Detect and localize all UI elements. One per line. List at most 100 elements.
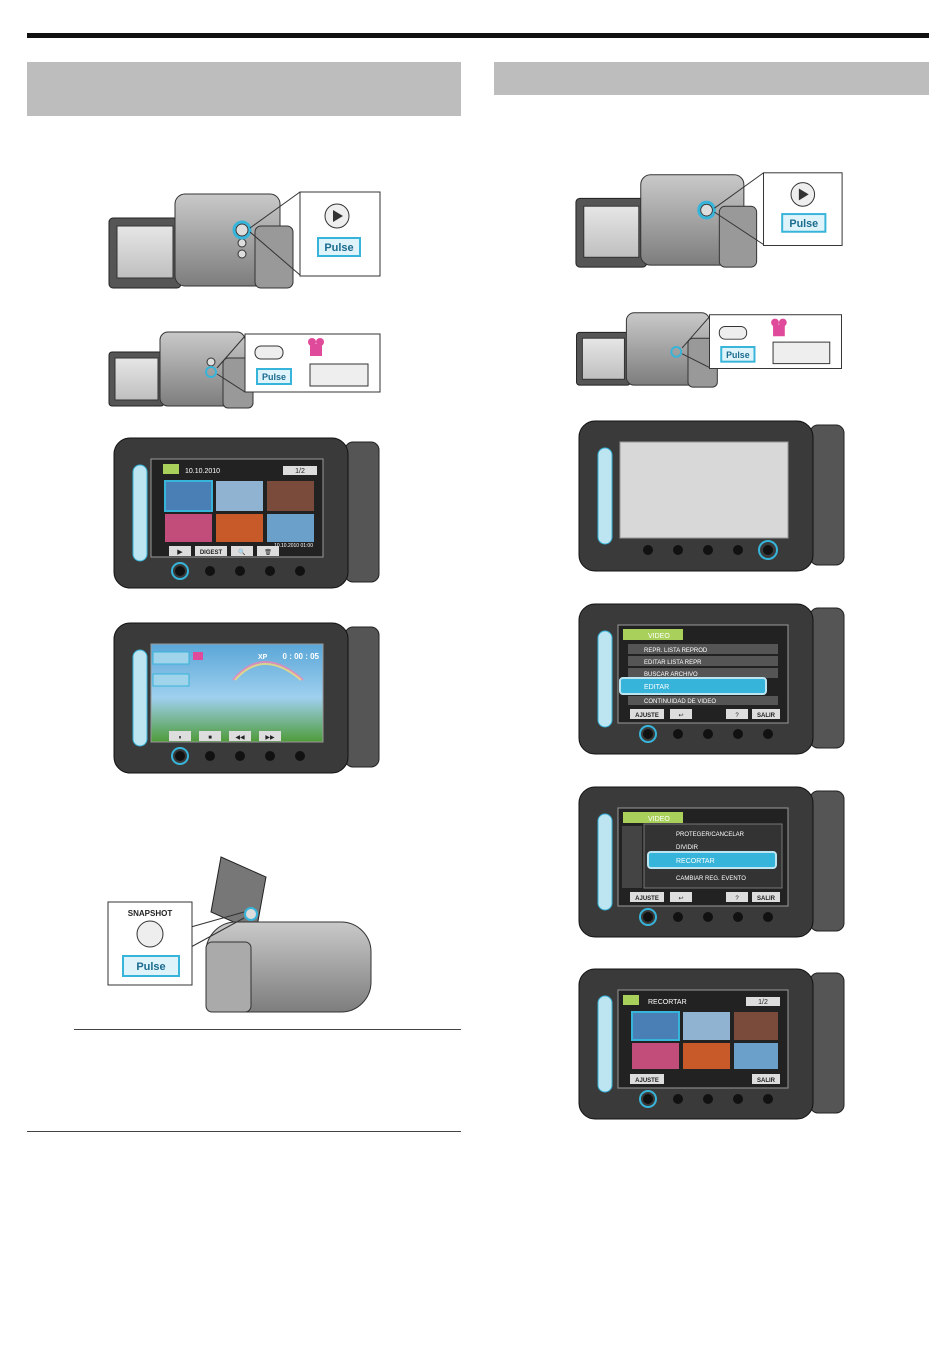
submenu-item[interactable]: CAMBIAR REG. EVENTO	[676, 876, 746, 882]
camcorder-illustration	[108, 331, 254, 409]
thumbnail[interactable]	[631, 1011, 680, 1041]
hw-button[interactable]	[673, 545, 683, 555]
svg-text:CONTINUIDAD DE VIDEO: CONTINUIDAD DE VIDEO	[644, 699, 716, 705]
thumbnail[interactable]	[164, 480, 213, 512]
hw-button[interactable]	[733, 729, 743, 739]
svg-text:AJUSTE: AJUSTE	[635, 896, 659, 902]
index-screen-figure: 10.10.2010 1/2 10.10.2010 01:00 ▶ DIGEST…	[113, 437, 380, 589]
hw-button[interactable]	[703, 545, 713, 555]
menu-button[interactable]	[763, 545, 773, 555]
svg-text:DIGEST: DIGEST	[200, 550, 223, 556]
hw-button[interactable]	[673, 1094, 683, 1104]
hw-button[interactable]	[733, 912, 743, 922]
touch-button-row: AJUSTE ↩ ? SALIR	[630, 892, 780, 902]
thumbnail[interactable]	[267, 514, 314, 542]
delete-button[interactable]	[257, 546, 279, 556]
thumbnail[interactable]	[683, 1043, 730, 1069]
fast-forward-button[interactable]	[259, 731, 281, 741]
menu-button[interactable]	[763, 912, 773, 922]
thumb-date-label: 10.10.2010 01:00	[274, 543, 313, 549]
settings-button[interactable]	[630, 1074, 664, 1084]
edit-submenu-screen-figure: VIDEO PROTEGER/CANCELAR DIVIDIR RECORTAR…	[578, 786, 845, 938]
thumbnail[interactable]	[267, 481, 314, 511]
digest-button[interactable]	[195, 546, 227, 556]
hw-button[interactable]	[265, 566, 275, 576]
pulse-label: Pulse	[789, 218, 818, 230]
menu-item[interactable]	[628, 696, 778, 705]
hw-button[interactable]	[235, 751, 245, 761]
pulse-label: Pulse	[262, 372, 286, 382]
pulse-label: Pulse	[726, 350, 750, 360]
camcorder-rear-illustration	[205, 856, 372, 1013]
thumbnail[interactable]	[632, 1043, 679, 1069]
movie-mode-icon	[193, 652, 203, 660]
ok-button[interactable]	[643, 545, 653, 555]
hw-button[interactable]	[205, 566, 215, 576]
hw-button[interactable]	[733, 545, 743, 555]
hw-button[interactable]	[673, 912, 683, 922]
menu-item[interactable]	[628, 644, 778, 654]
svg-text:AJUSTE: AJUSTE	[635, 1078, 659, 1084]
thumbnail[interactable]	[734, 1043, 778, 1069]
camera-playback-button-figure: Pulse	[108, 191, 381, 289]
svg-text:SALIR: SALIR	[757, 1078, 776, 1084]
help-button[interactable]	[726, 892, 748, 902]
stop-button[interactable]	[199, 731, 221, 741]
svg-text:AJUSTE: AJUSTE	[635, 713, 659, 719]
thumbnail[interactable]	[216, 481, 263, 511]
thumbnail[interactable]	[216, 514, 263, 542]
svg-text:?: ?	[735, 713, 739, 719]
menu-item[interactable]	[628, 668, 778, 678]
thumbnail-grid	[631, 1011, 778, 1069]
hw-button[interactable]	[205, 751, 215, 761]
search-button[interactable]	[231, 546, 253, 556]
thumbnail[interactable]	[734, 1012, 778, 1040]
exit-button[interactable]	[752, 892, 780, 902]
rewind-button[interactable]	[229, 731, 251, 741]
ok-button[interactable]	[643, 1094, 653, 1104]
playback-screen-figure: XP 0 : 00 : 05 ⏸ ■ ◀◀ ▶▶	[113, 622, 380, 774]
submenu-item[interactable]: DIVIDIR	[676, 845, 699, 851]
back-button[interactable]	[670, 709, 692, 719]
pause-button[interactable]	[169, 731, 191, 741]
hardware-button-row	[171, 562, 305, 580]
hardware-button-row	[639, 1090, 773, 1108]
hw-button[interactable]	[265, 751, 275, 761]
hardware-button-row	[643, 540, 778, 560]
hw-button[interactable]	[703, 729, 713, 739]
svg-text:REPR. LISTA REPROD: REPR. LISTA REPROD	[644, 648, 708, 654]
menu-button[interactable]	[295, 566, 305, 576]
submenu-item[interactable]: PROTEGER/CANCELAR	[676, 832, 745, 838]
submenu-item-selected[interactable]	[647, 851, 777, 869]
back-button[interactable]	[670, 892, 692, 902]
hw-button[interactable]	[703, 1094, 713, 1104]
hw-button[interactable]	[703, 912, 713, 922]
exit-button[interactable]	[752, 709, 780, 719]
exit-button[interactable]	[752, 1074, 780, 1084]
thumbnail[interactable]	[683, 1012, 730, 1040]
mode-button-icon	[718, 325, 748, 340]
hw-button[interactable]	[235, 566, 245, 576]
menu-item-selected[interactable]	[619, 677, 767, 695]
timecode: 0 : 00 : 05	[283, 652, 320, 661]
menu-item[interactable]	[628, 656, 778, 666]
settings-button[interactable]	[630, 892, 664, 902]
menu-button[interactable]	[763, 1094, 773, 1104]
menu-title: VIDEO	[648, 816, 670, 823]
play-button[interactable]	[169, 546, 191, 556]
hw-button[interactable]	[673, 729, 683, 739]
hw-button[interactable]	[733, 1094, 743, 1104]
thumbnail[interactable]	[165, 514, 212, 542]
svg-text:SALIR: SALIR	[757, 896, 776, 902]
menu-button[interactable]	[295, 751, 305, 761]
help-button[interactable]	[726, 709, 748, 719]
camera-mode-button-figure: Pulse	[576, 312, 842, 388]
screen-title: RECORTAR	[648, 999, 687, 1006]
ok-button[interactable]	[175, 751, 185, 761]
ok-button[interactable]	[643, 729, 653, 739]
ok-button[interactable]	[643, 912, 653, 922]
svg-text:SALIR: SALIR	[757, 713, 776, 719]
settings-button[interactable]	[630, 709, 664, 719]
menu-button[interactable]	[763, 729, 773, 739]
ok-button[interactable]	[175, 566, 185, 576]
